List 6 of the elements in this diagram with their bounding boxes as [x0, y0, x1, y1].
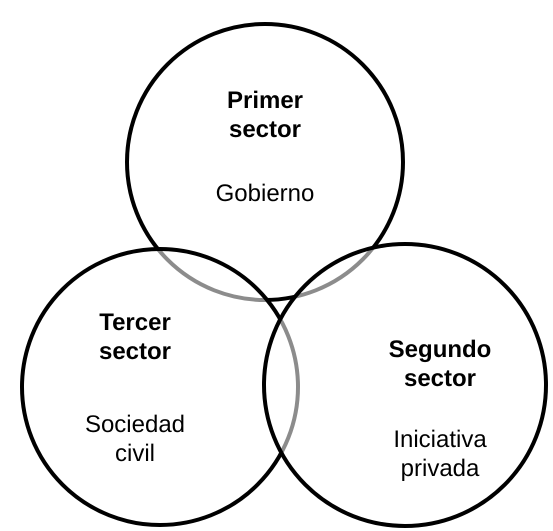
sector-title: Segundo sector: [388, 335, 492, 393]
sector-title: Primer sector: [226, 86, 304, 144]
sector-description: Iniciativa privada: [392, 425, 488, 483]
sector-description: Gobierno: [214, 179, 316, 208]
sector-title: Tercer sector: [98, 308, 172, 366]
sector-description: Sociedad civil: [84, 410, 186, 468]
